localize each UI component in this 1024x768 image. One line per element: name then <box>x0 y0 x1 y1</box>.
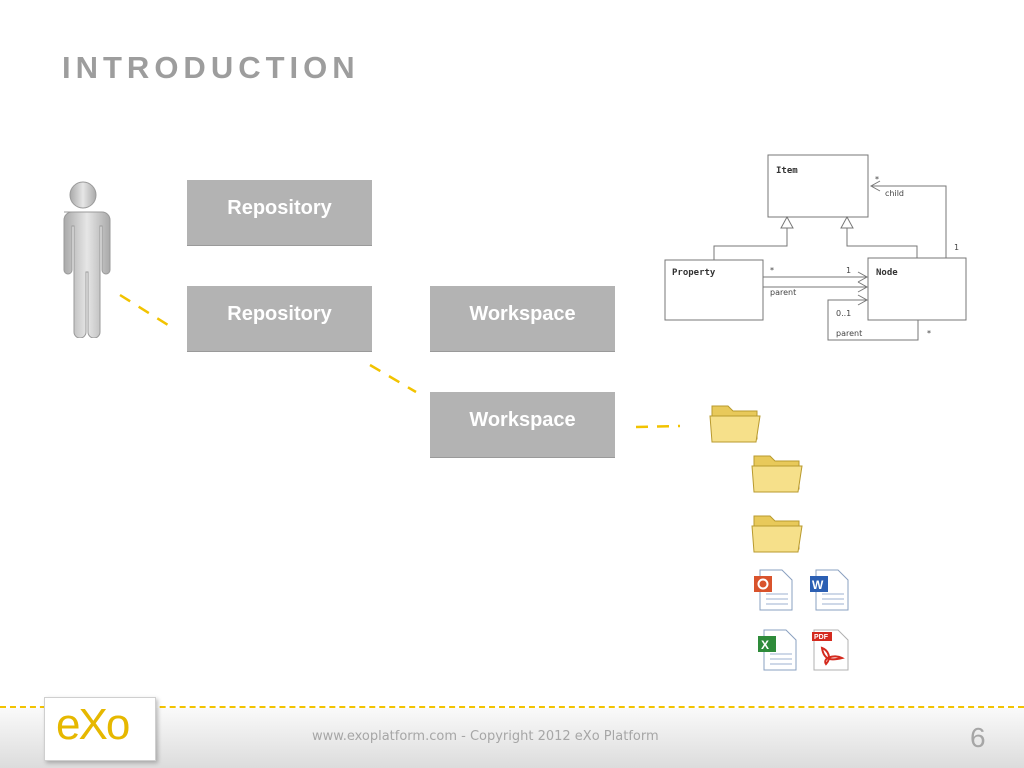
uml-child-mult: * <box>875 175 879 184</box>
folder-icon <box>709 405 761 443</box>
uml-child-one: 1 <box>954 243 959 252</box>
word-file-icon: W <box>810 569 849 611</box>
uml-self-star: * <box>927 329 931 338</box>
repository-to-workspace-connector <box>369 363 417 394</box>
uml-property-class <box>664 259 764 321</box>
uml-child-label: child <box>885 189 904 198</box>
logo-frame <box>44 697 156 761</box>
person-to-repository-connector <box>119 293 169 327</box>
powerpoint-file-icon <box>754 569 793 611</box>
uml-node-class <box>867 257 967 321</box>
repository-box-2: Repository <box>187 286 372 352</box>
uml-item-class <box>767 154 869 218</box>
svg-text:W: W <box>812 578 824 592</box>
folder-icon <box>751 455 803 493</box>
uml-self-label: parent <box>836 329 862 338</box>
exo-logo: eXo <box>56 700 130 749</box>
uml-item-label: Item <box>776 166 798 176</box>
pdf-file-icon: PDF <box>812 629 849 671</box>
repository-box-1: Repository <box>187 180 372 246</box>
excel-file-icon: X <box>758 629 797 671</box>
workspace-to-folder-connector <box>635 424 681 429</box>
uml-parent-star: * <box>770 266 774 275</box>
workspace-box-2: Workspace <box>430 392 615 458</box>
svg-text:X: X <box>761 638 769 652</box>
svg-text:PDF: PDF <box>814 634 829 641</box>
person-icon <box>63 181 111 338</box>
footer-copyright: www.exoplatform.com - Copyright 2012 eXo… <box>312 729 659 744</box>
page-number: 6 <box>970 722 986 753</box>
uml-parent-label: parent <box>770 288 796 297</box>
uml-node-label: Node <box>876 268 898 278</box>
uml-diagram: Item Property Node * child 1 * 1 parent … <box>664 154 967 341</box>
footer-dashed-line <box>0 706 1024 708</box>
folder-icon <box>751 515 803 553</box>
slide-title: INTRODUCTION <box>62 50 360 85</box>
uml-self-range: 0..1 <box>836 309 851 318</box>
uml-parent-one: 1 <box>846 266 851 275</box>
workspace-box-1: Workspace <box>430 286 615 352</box>
uml-property-label: Property <box>672 268 716 278</box>
connector-lines <box>119 293 681 429</box>
footer <box>0 708 1024 768</box>
